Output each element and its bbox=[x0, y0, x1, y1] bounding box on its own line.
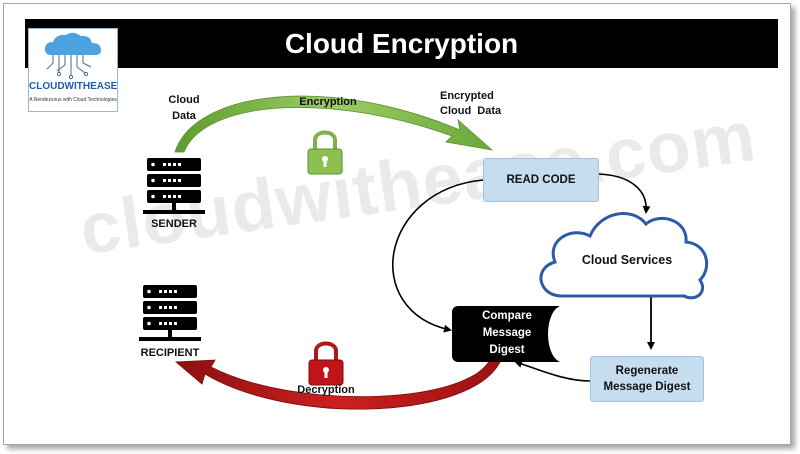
label-cloud-data: Cloud Data bbox=[168, 94, 200, 122]
recipient-server-icon bbox=[139, 285, 201, 341]
sender-server-icon bbox=[143, 158, 205, 214]
compare-digest-shape bbox=[452, 306, 564, 362]
connector-readcode-to-compare bbox=[392, 179, 484, 333]
cloud-services-shape bbox=[539, 212, 709, 300]
label-encryption: Encryption bbox=[299, 96, 357, 108]
read-code-box: READ CODE bbox=[483, 158, 599, 202]
label-decryption: Decryption bbox=[297, 384, 355, 396]
cloud-circuit-icon bbox=[45, 32, 101, 80]
logo: CLOUDWITHEASE A Rendezvous with Cloud Te… bbox=[28, 28, 118, 112]
compare-digest-label: Compare Message Digest bbox=[482, 310, 532, 356]
connector-regenerate-to-compare bbox=[514, 360, 591, 382]
regenerate-digest-box: Regenerate Message Digest bbox=[590, 356, 704, 402]
connector-readcode-to-cloud bbox=[597, 173, 651, 214]
encrypt-lock-icon bbox=[307, 130, 343, 175]
label-recipient: RECIPIENT bbox=[140, 347, 200, 359]
title-banner: Cloud Encryption bbox=[25, 19, 778, 68]
decryption-arrow bbox=[174, 359, 501, 410]
label-sender: SENDER bbox=[151, 218, 197, 230]
encryption-arrow bbox=[174, 95, 494, 153]
cloud-services-label: Cloud Services bbox=[581, 253, 673, 267]
logo-name: CLOUDWITHEASE bbox=[29, 81, 118, 92]
label-encrypted-cloud-data: Encrypted Cloud Data bbox=[440, 90, 502, 117]
logo-tagline: A Rendezvous with Cloud Technologies bbox=[29, 97, 117, 103]
decrypt-lock-icon bbox=[308, 341, 344, 386]
page-title: Cloud Encryption bbox=[284, 28, 519, 59]
